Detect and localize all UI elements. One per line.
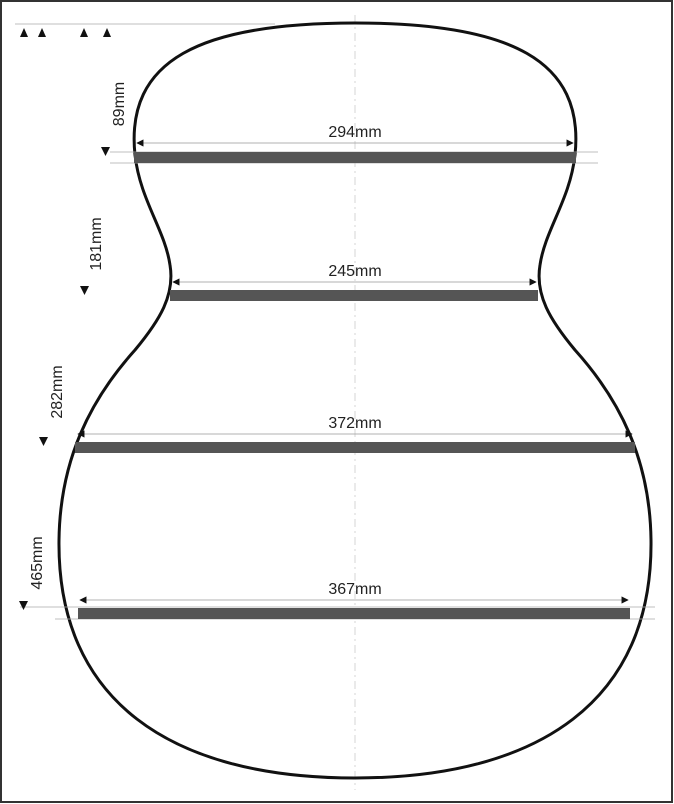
width-label-upper-bout: 294mm [328, 124, 381, 141]
width-label-waist: 245mm [328, 263, 381, 280]
top-up-arrow-4 [103, 28, 111, 37]
width-bar-upper-bout [134, 152, 576, 163]
width-bar-waist [170, 290, 538, 301]
depth-arrow-upper-bout [101, 147, 110, 156]
depth-label-lower-mid: 282mm [49, 365, 66, 418]
depth-arrow-waist [80, 286, 89, 295]
width-label-lower-bout: 367mm [328, 581, 381, 598]
width-bar-lower-mid [75, 442, 635, 453]
top-up-arrow-3 [80, 28, 88, 37]
top-up-arrow-2 [38, 28, 46, 37]
depth-label-waist: 181mm [88, 217, 105, 270]
depth-label-upper-bout: 89mm [111, 82, 128, 126]
width-bar-lower-bout [78, 608, 630, 619]
depth-label-lower-bout: 465mm [29, 536, 46, 589]
guitar-body-outline [57, 21, 653, 780]
width-label-lower-mid: 372mm [328, 415, 381, 432]
depth-arrow-lower-mid [39, 437, 48, 446]
top-up-arrow-1 [20, 28, 28, 37]
depth-arrow-lower-bout [19, 601, 28, 610]
